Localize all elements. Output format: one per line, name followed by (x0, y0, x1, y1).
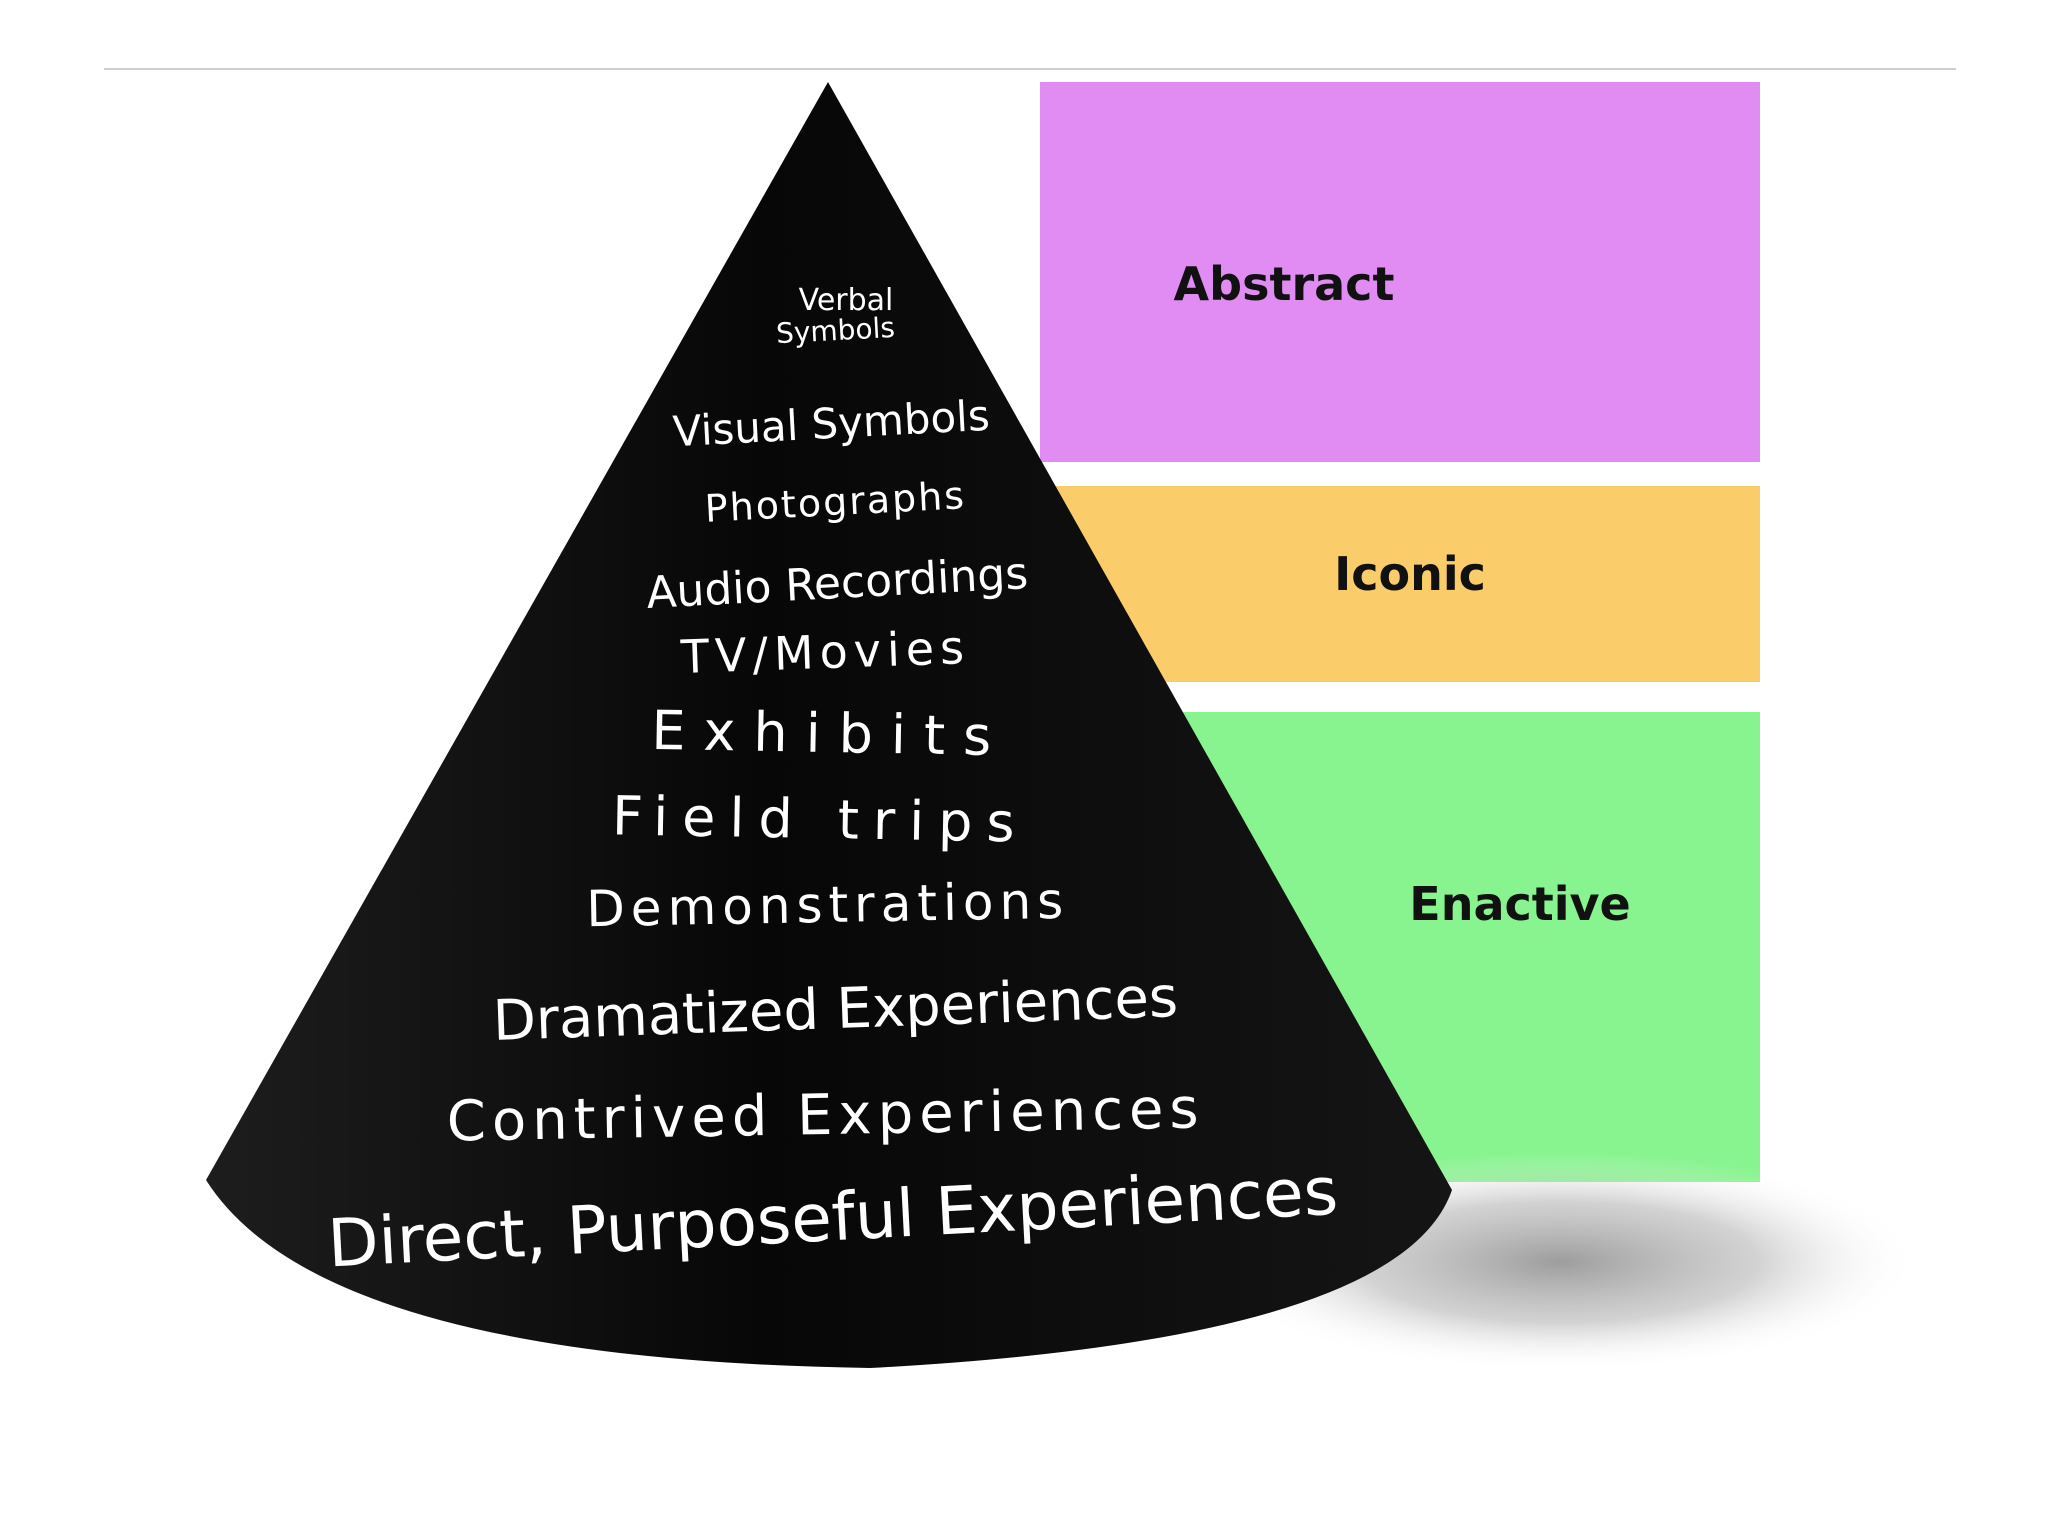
band-label-abstract: Abstract (1174, 257, 1395, 311)
band-abstract (1040, 82, 1760, 462)
band-iconic (1040, 486, 1760, 682)
level-tv-movies: TV/Movies (679, 620, 971, 684)
cone-body (206, 82, 1452, 1368)
band-label-iconic: Iconic (1334, 547, 1486, 601)
band-label-enactive: Enactive (1409, 877, 1630, 931)
level-verbal-symbols-line2: Symbols (775, 311, 895, 350)
level-verbal-symbols-line1: Verbal (799, 283, 894, 318)
level-contrived-experiences: Contrived Experiences (446, 1076, 1205, 1154)
level-exhibits: Exhibits (651, 699, 1010, 768)
level-demonstrations: Demonstrations (586, 872, 1070, 938)
top-divider (104, 68, 1956, 70)
level-field-trips: Field trips (612, 784, 1030, 854)
